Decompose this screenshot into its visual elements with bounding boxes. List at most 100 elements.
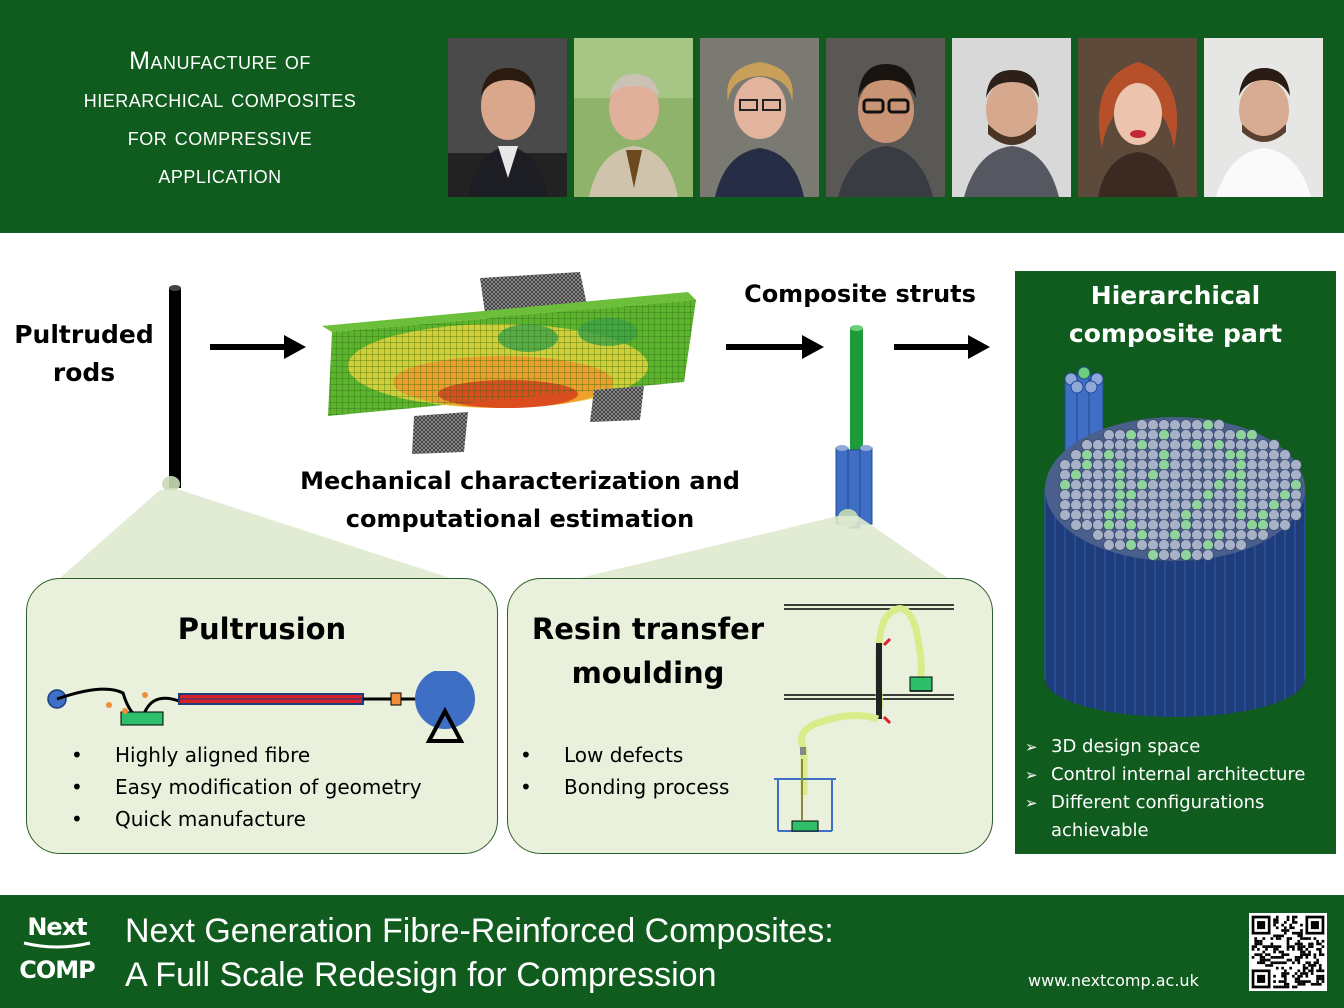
rod-end [1235,489,1247,501]
rod-end [1213,419,1225,431]
rod-end [1268,479,1280,491]
rod-end [1081,459,1093,471]
rod-end [1224,519,1236,531]
qr-module [1321,977,1325,981]
rod-end [1180,459,1192,471]
rod-end [1114,529,1126,541]
qr-module [1289,958,1293,962]
qr-module [1265,953,1268,957]
rod-end [1180,429,1192,441]
qr-module [1273,980,1276,983]
qr-module [1302,953,1306,957]
qr-module [1259,958,1263,962]
rod-end [1147,439,1159,451]
rod-end [1202,509,1214,521]
rod-end [1169,519,1181,531]
rod-end [1191,459,1203,471]
rod-end [1268,519,1280,531]
rod-end [1279,459,1291,471]
qr-module [1318,982,1322,986]
rod-end [1268,459,1280,471]
rod-end [1191,509,1203,521]
qr-module [1278,945,1282,948]
rod-end [1169,539,1181,551]
rod-end [1224,499,1236,511]
qr-module [1278,950,1282,954]
team-member-photo-4 [826,38,945,197]
rod-end [1136,429,1148,441]
rod-end [1279,479,1291,491]
rod-end [1290,469,1302,481]
rod-end [1070,449,1082,461]
rod-end [1136,439,1148,451]
qr-module [1300,956,1303,959]
qr-module [1297,934,1301,938]
qr-module [1310,945,1314,948]
rod-end [1092,469,1104,481]
qr-module [1283,982,1287,986]
qr-module [1286,939,1290,943]
rod-end [1180,509,1192,521]
qr-module [1275,934,1279,938]
rod-end [1092,479,1104,491]
qr-module [1289,926,1293,930]
qr-module [1289,945,1293,948]
qr-module [1270,956,1274,959]
qr-module [1308,969,1311,973]
rod-end [1125,469,1137,481]
qr-module [1318,953,1322,957]
rod-end [1202,539,1214,551]
rod-end [1070,509,1082,521]
rod-end [1125,479,1137,491]
rod-end [1059,479,1071,491]
qr-module [1251,945,1255,948]
qr-module [1294,942,1298,946]
rod-end [1114,459,1126,471]
qr-module [1281,966,1284,970]
rod-end [1191,419,1203,431]
qr-module [1316,980,1319,983]
rod-end [1180,499,1192,511]
rod-end [1191,499,1203,511]
qr-module [1289,923,1293,927]
qr-module [1262,937,1266,940]
qr-module [1273,985,1276,989]
rtm-bullets: Low defects Bonding process [520,739,780,803]
qr-module [1316,939,1319,943]
rod-end [1213,519,1225,531]
qr-module [1297,947,1301,951]
qr-module [1265,947,1268,951]
rod-end [1202,439,1214,451]
rod-end [1180,479,1192,491]
rod-end [1169,429,1181,441]
rod-end [1158,519,1170,531]
rod-end [1257,529,1269,541]
rods-label-line-1: Pultruded [14,320,154,349]
rod-end [1213,509,1225,521]
qr-module [1292,945,1295,948]
qr-module [1289,937,1293,940]
rod-end [1169,549,1181,561]
qr-module [1265,945,1268,948]
rtm-panel: Resin transfer moulding Low defects Bond… [507,578,993,854]
mech-label-line-1: Mechanical characterization and [300,467,740,495]
rod-end [1158,539,1170,551]
rod-end [1103,469,1115,481]
rod-end [1268,439,1280,451]
qr-module [1259,956,1263,959]
qr-module [1294,915,1298,919]
rod-end [1158,459,1170,471]
qr-module [1259,942,1263,946]
rod-end [1191,529,1203,541]
rod-end [1224,469,1236,481]
qr-code-icon[interactable] [1249,913,1327,991]
qr-module [1305,961,1309,965]
qr-module [1318,969,1322,973]
rod-end [1125,509,1137,521]
rod-end [1114,439,1126,451]
rod-end [1081,519,1093,531]
rod-end [1213,439,1225,451]
website-link[interactable]: www.nextcomp.ac.uk [1028,971,1199,990]
rod-end [1191,469,1203,481]
qr-module [1294,958,1298,962]
